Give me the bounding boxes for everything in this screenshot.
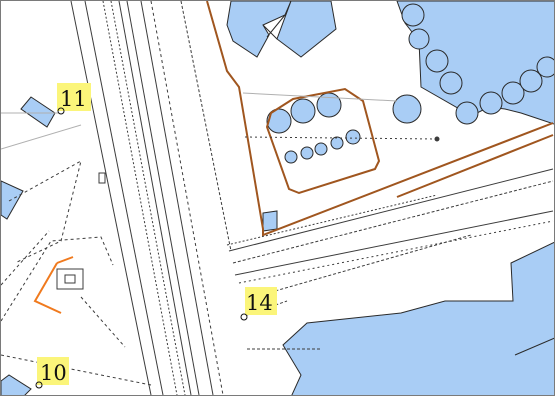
road-line <box>228 168 554 252</box>
marker-label-background <box>245 287 277 315</box>
round-features <box>266 3 554 164</box>
marker-pin-icon <box>57 107 65 115</box>
rail-line <box>150 1 224 395</box>
road-line <box>242 92 398 102</box>
round-feature <box>290 98 316 124</box>
small-structure <box>98 172 106 184</box>
round-feature <box>501 81 525 105</box>
map-markers[interactable]: 11 14 10 <box>35 83 277 389</box>
round-feature <box>345 129 361 145</box>
road-line <box>232 180 554 264</box>
rail-line <box>126 1 200 395</box>
marker-label: 14 <box>246 291 273 315</box>
round-feature <box>408 28 430 50</box>
road-line <box>238 220 554 284</box>
round-feature <box>455 101 479 125</box>
small-structures <box>56 136 440 290</box>
round-feature <box>314 142 328 156</box>
rail-line <box>70 1 152 395</box>
building-divider <box>266 14 286 38</box>
marker-pin-icon <box>240 313 248 321</box>
round-feature <box>330 136 344 150</box>
boundary-lines <box>33 1 554 314</box>
rail-line <box>180 1 232 252</box>
building <box>262 210 278 232</box>
building-dividers <box>262 14 554 356</box>
marker-label-background <box>57 83 91 111</box>
path-line <box>1 230 50 286</box>
road-line <box>1 354 152 386</box>
rail-line <box>118 1 192 395</box>
marker-label-background <box>37 357 69 385</box>
rail-line <box>102 1 178 395</box>
property-boundary <box>396 134 554 198</box>
building <box>20 96 56 128</box>
marker-label: 10 <box>40 361 67 385</box>
property-boundary <box>265 87 381 195</box>
small-structure <box>64 274 76 284</box>
small-structure <box>56 268 84 290</box>
rail-line <box>110 1 186 395</box>
round-feature <box>425 49 449 73</box>
road-line <box>234 210 554 276</box>
building <box>1 374 32 395</box>
boundary-orange <box>33 256 74 314</box>
marker-pin-icon <box>35 381 43 389</box>
map-marker[interactable]: 14 <box>240 287 277 321</box>
road-line <box>244 136 438 140</box>
building-divider <box>262 24 278 40</box>
building <box>282 241 554 395</box>
map-marker[interactable]: 11 <box>57 83 91 115</box>
building <box>276 1 337 58</box>
path-line <box>80 296 126 348</box>
round-feature <box>479 91 503 115</box>
round-feature <box>401 3 425 27</box>
building <box>1 180 24 220</box>
rail-line <box>140 1 214 395</box>
round-feature <box>284 150 298 164</box>
round-feature <box>536 56 554 78</box>
round-feature <box>300 146 314 160</box>
round-feature <box>392 94 422 124</box>
map-marker[interactable]: 10 <box>35 357 69 389</box>
marker-label: 11 <box>60 87 87 111</box>
round-feature <box>519 69 543 93</box>
road-line <box>1 124 82 150</box>
small-point <box>434 136 440 142</box>
rail-line <box>84 1 164 395</box>
path-line <box>8 160 82 264</box>
property-boundary <box>206 1 554 237</box>
round-feature <box>439 71 463 95</box>
building-divider <box>514 337 554 356</box>
